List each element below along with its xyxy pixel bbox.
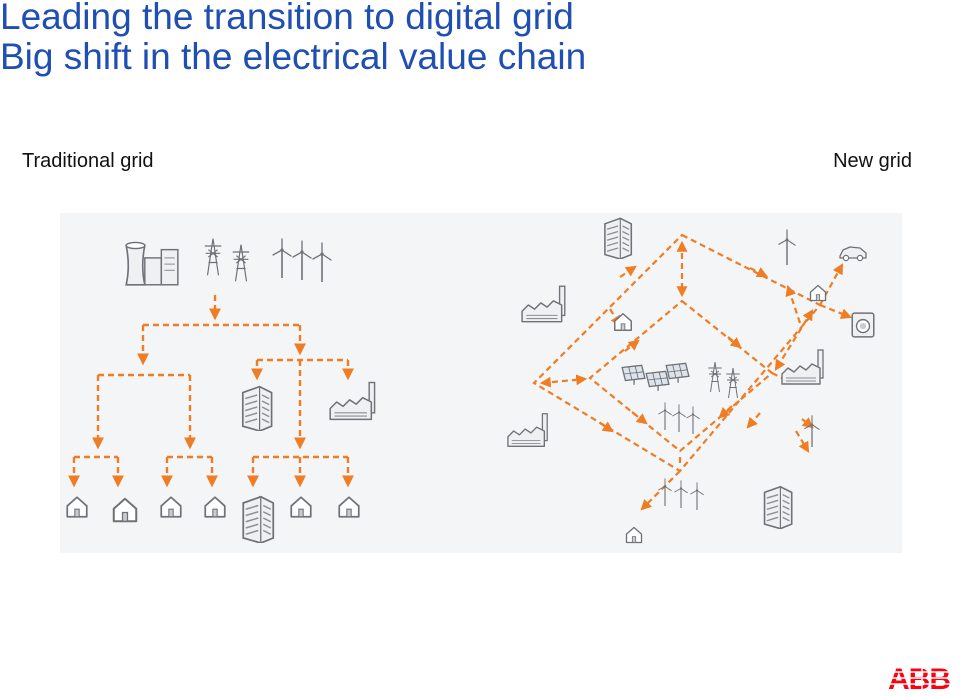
spoke-building [795, 430, 810, 453]
outer-diamond [532, 233, 822, 473]
house-icon [112, 497, 138, 523]
new-grid-label: New grid [833, 150, 912, 172]
factory-icon [521, 285, 566, 323]
arrow-in-nw [624, 339, 640, 352]
arrow-in-ne [727, 336, 742, 349]
pylon-icon [204, 238, 222, 276]
arrow-in-se [718, 405, 733, 419]
traditional-grid-label: Traditional grid [22, 150, 154, 172]
house-icon [66, 496, 88, 518]
inner-diamond [588, 299, 774, 453]
solar-panel-icon [621, 364, 646, 385]
power-plant-icon [125, 241, 179, 286]
solar-panel-icon [645, 370, 670, 391]
house-icon [204, 496, 226, 518]
house-icon [625, 526, 643, 544]
electric-car-icon [839, 246, 867, 262]
wind-turbine-icon [778, 229, 796, 266]
slide-title: Leading the transition to digital grid [0, 0, 574, 37]
grid-diagram [66, 217, 875, 544]
office-building-icon [604, 217, 633, 259]
house-icon [614, 313, 632, 331]
pylon-icon [725, 367, 741, 399]
wind-turbine-icon [690, 482, 704, 511]
washing-machine-icon [851, 312, 875, 338]
spoke-turbine-top [785, 284, 802, 324]
traditional-grid [68, 295, 354, 488]
pylon-icon [232, 244, 250, 282]
office-building-icon [242, 495, 275, 543]
spoke-washer [819, 303, 853, 319]
wind-turbine-icon [674, 480, 688, 509]
house-icon [338, 496, 360, 518]
arrow-in-sw [631, 411, 648, 425]
house-icon [160, 496, 182, 518]
solar-panel-icon [665, 362, 690, 383]
arrow-out-sw [599, 421, 614, 433]
factory-icon [781, 349, 824, 385]
link-right [774, 309, 814, 371]
slide-subtitle: Big shift in the electrical value chain [0, 36, 587, 77]
office-building-icon [241, 385, 273, 431]
wind-turbine-icon [272, 238, 292, 279]
abb-logo: ABB [888, 663, 956, 693]
office-building-icon [763, 485, 793, 529]
house-icon [290, 496, 312, 518]
wind-turbine-icon [658, 402, 672, 431]
wind-turbine-icon [292, 240, 312, 281]
wind-turbine-icon [672, 404, 686, 433]
wind-turbine-icon [686, 406, 700, 435]
factory-icon [506, 412, 549, 448]
spoke-house-bottom [640, 470, 681, 511]
arrow-out-se [746, 412, 761, 429]
factory-icon [329, 381, 376, 421]
arrow-out-nw [619, 265, 637, 278]
wind-turbine-icon [312, 242, 332, 283]
wind-turbine-icon [804, 415, 820, 448]
pylon-icon [707, 361, 723, 393]
house-icon [809, 284, 827, 302]
spoke-car [819, 263, 844, 306]
arrow-out-ne [749, 267, 768, 277]
link-left [539, 374, 588, 388]
